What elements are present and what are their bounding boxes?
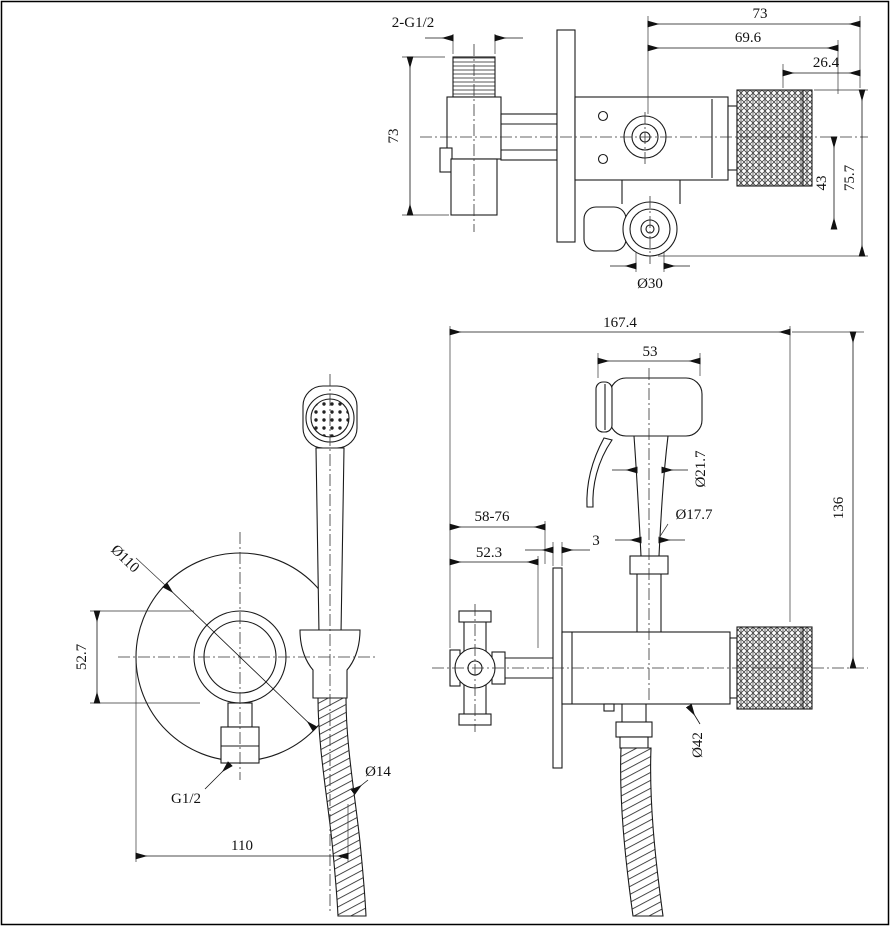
dim-top-height-label: 73 [386,129,402,144]
dim-top-offset-label: 43 [814,176,830,191]
dim-front-center-offset: 52.7 [74,610,200,704]
dim-top-outlet-dia-label: Ø30 [637,276,663,292]
dim-front-thread-label: G1/2 [171,791,201,807]
dim-side-head-dia-label: Ø21.7 [693,450,709,488]
dim-side-depth-label: 52.3 [476,545,502,561]
dim-side-head-dia: Ø21.7 [612,450,709,488]
dim-top-thread: 2-G1/2 [392,15,523,54]
view-side: 167.4 53 136 58-76 3 52. [432,315,868,917]
dim-front-width: 110 [135,662,349,862]
dim-top-right-heights: 43 75.7 [658,89,868,257]
dim-side-depth: 52.3 [449,545,539,648]
wall-plate-top [556,29,576,243]
dim-top-height: 73 [386,56,449,216]
hose-connector-side [615,704,653,749]
view-top: 2-G1/2 73 73 69.6 26.4 43 75.7 [386,6,868,292]
dim-side-head: 53 [597,344,701,378]
inlet-check-valve [439,56,502,216]
dim-side-total-depth-label: 167.4 [603,315,637,331]
dim-side-wall-range: 58-76 [449,509,546,564]
dim-side-handle-dia-label: Ø17.7 [675,507,713,523]
dim-front-hose-dia: Ø14 [350,764,391,795]
dim-side-wall-range-label: 58-76 [475,509,510,525]
dim-front-plate-dia-label: Ø110 [107,542,142,576]
dim-side-height: 136 [792,331,864,669]
dim-top-total-height-label: 75.7 [842,164,858,191]
dim-top-outlet: Ø30 [610,252,690,292]
hose-side [620,747,664,917]
dim-side-total-depth: 167.4 [449,315,791,648]
dim-front-center-offset-label: 52.7 [74,643,90,670]
dim-side-height-label: 136 [831,496,847,519]
centerlines-side [432,368,868,732]
dim-top-width-label: 73 [753,6,768,22]
dim-side-body-dia: Ø42 [685,703,706,758]
sprayer-side [586,377,703,632]
dim-top-knob-label: 26.4 [813,55,840,71]
dim-top-thread-label: 2-G1/2 [392,15,435,31]
dim-side-handle-dia: Ø17.7 [615,507,713,544]
view-front: Ø110 52.7 G1/2 Ø14 110 [74,374,391,917]
sprayer-handle-side [633,435,669,557]
outlet-top [583,180,681,257]
dim-top-widths: 73 69.6 26.4 [647,6,861,114]
knurled-knob-top [736,89,813,187]
dim-front-hose-dia-label: Ø14 [365,764,391,780]
dim-top-width-inner-label: 69.6 [735,30,762,46]
mixer-body-side [561,631,738,712]
centerlines-top [420,44,868,264]
hose-front [317,697,367,917]
sprayer-lever-side [586,437,613,508]
dim-side-plate-thickness: 3 [525,533,600,566]
dim-front-width-label: 110 [231,838,253,854]
mixer-body-top [574,96,738,181]
dim-side-body-dia-label: Ø42 [690,732,706,758]
dim-side-plate-thickness-label: 3 [592,533,600,549]
dim-front-thread: G1/2 [171,761,233,807]
dim-side-head-len-label: 53 [643,344,658,360]
